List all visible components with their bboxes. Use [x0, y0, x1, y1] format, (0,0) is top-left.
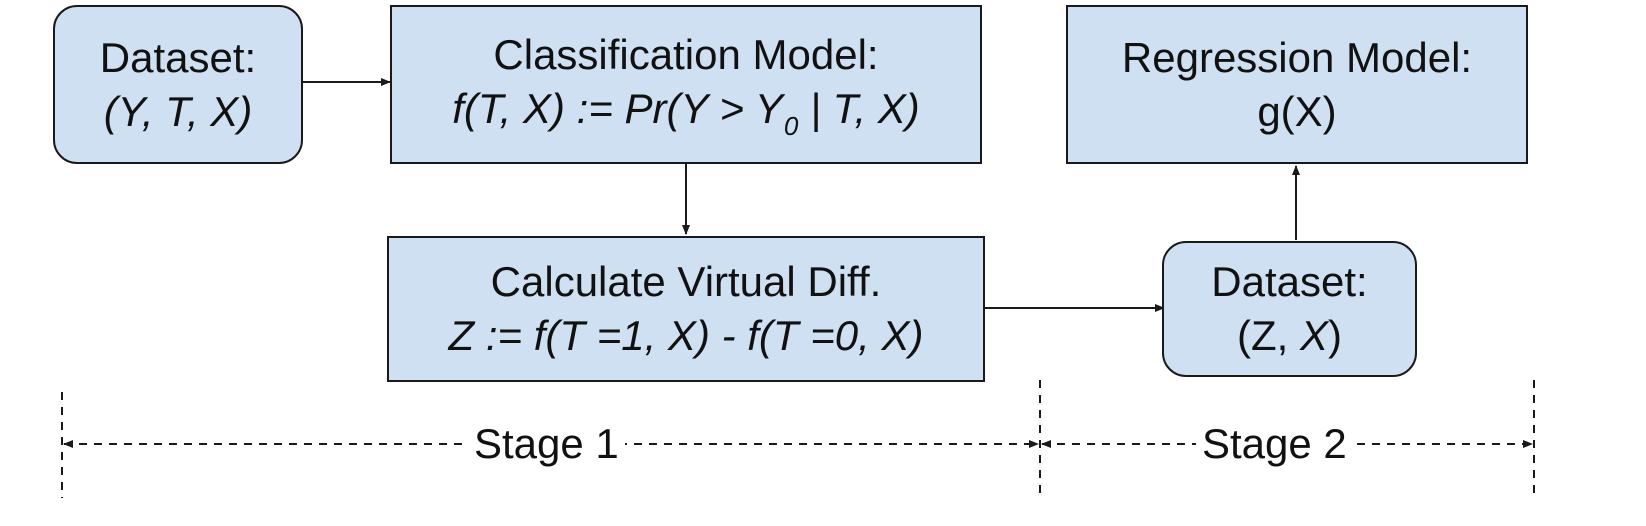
- classification-model-formula: f(T, X) := Pr(Y > Y0 | T, X): [452, 82, 920, 141]
- dataset-input-vars: (Y, T, X): [103, 87, 253, 135]
- classification-formula-subscript: 0: [783, 111, 799, 141]
- classification-model-title: Classification Model:: [493, 31, 879, 78]
- calc-virtual-diff-title: Calculate Virtual Diff.: [490, 258, 882, 305]
- dataset-input-title: Dataset:: [99, 33, 257, 81]
- dataset-stage2-node: Dataset: (Z, X): [1162, 241, 1417, 377]
- calc-virtual-diff-node: Calculate Virtual Diff. Z := f(T =1, X) …: [387, 236, 985, 382]
- stage1-label: Stage 1: [468, 420, 625, 468]
- classification-formula-prefix: f(T, X) := Pr(Y > Y: [452, 85, 783, 132]
- dataset-input-node: Dataset: (Y, T, X): [53, 5, 303, 164]
- dataset-stage2-title: Dataset:: [1211, 258, 1368, 305]
- classification-formula-suffix: | T, X): [798, 85, 920, 132]
- dataset-stage2-vars-x: X: [1299, 312, 1328, 359]
- classification-model-node: Classification Model: f(T, X) := Pr(Y > …: [390, 5, 982, 164]
- dataset-stage2-vars-open: (Z,: [1237, 312, 1300, 359]
- regression-model-formula: g(X): [1257, 87, 1337, 135]
- stage2-label: Stage 2: [1196, 420, 1353, 468]
- dataset-stage2-vars: (Z, X): [1237, 309, 1342, 363]
- regression-model-title: Regression Model:: [1121, 33, 1473, 81]
- calc-virtual-diff-formula: Z := f(T =1, X) - f(T =0, X): [448, 312, 924, 359]
- dataset-stage2-vars-close: ): [1328, 312, 1342, 359]
- regression-model-node: Regression Model: g(X): [1066, 5, 1528, 164]
